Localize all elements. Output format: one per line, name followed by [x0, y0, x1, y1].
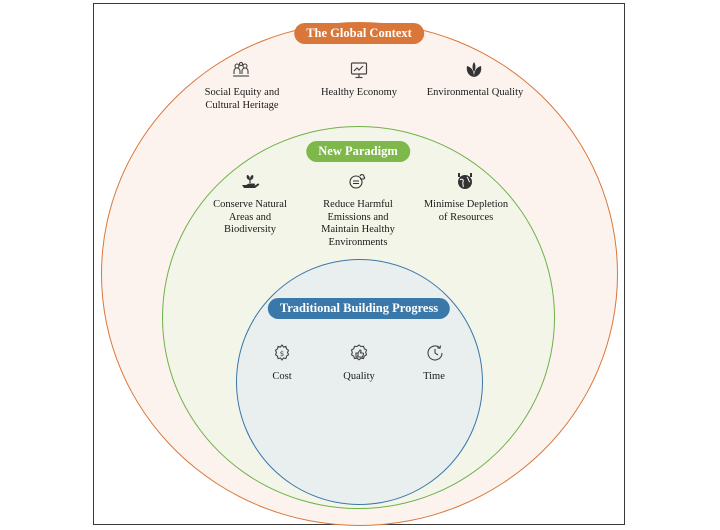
economy-chart-icon — [349, 60, 369, 80]
item-reduce-harmful-emissions: Reduce Harmful Emissions and Maintain He… — [321, 199, 395, 248]
item-environmental-quality: Environmental Quality — [426, 87, 524, 98]
new-paradigm-title: New Paradigm — [306, 141, 410, 162]
item-healthy-economy: Healthy Economy — [320, 87, 398, 98]
hand-plant-icon — [240, 171, 260, 191]
item-quality: Quality — [343, 371, 375, 382]
traditional-building-title: Traditional Building Progress — [267, 298, 451, 319]
item-cost: Cost — [272, 371, 292, 382]
emissions-icon — [347, 171, 367, 191]
item-time: Time — [423, 371, 445, 382]
leaves-icon — [464, 60, 484, 80]
people-community-icon — [231, 60, 251, 80]
cost-gear-icon: $ — [272, 343, 292, 363]
svg-text:$: $ — [280, 350, 284, 358]
item-social-equity: Social Equity and Cultural Heritage — [204, 87, 280, 111]
quality-badge-icon — [349, 343, 369, 363]
globe-resources-icon — [455, 171, 475, 191]
item-conserve-natural-areas: Conserve Natural Areas and Biodiversity — [213, 199, 287, 235]
clock-icon — [425, 343, 445, 363]
item-minimise-depletion: Minimise Depletion of Resources — [423, 199, 509, 223]
global-context-title: The Global Context — [294, 23, 424, 44]
